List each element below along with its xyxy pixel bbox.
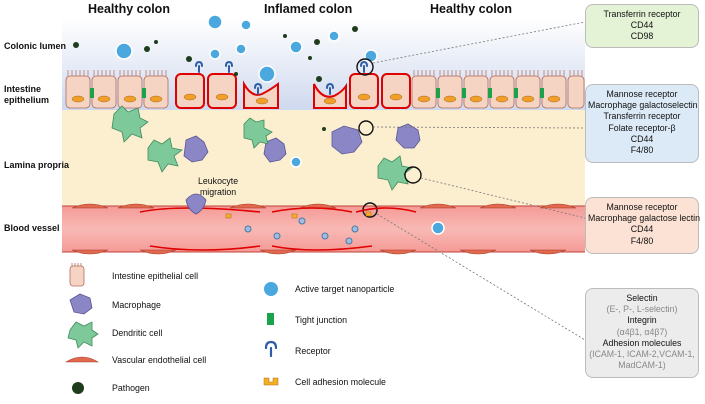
integrin-heading: Integrin [627,315,657,326]
legend-dendritic-label: Dendritic cell [112,328,163,338]
label-blood-vessel: Blood vessel [4,223,60,233]
legend-tight-junction-icon [267,313,274,325]
adhesion-heading: Adhesion molecules [602,337,682,348]
header-healthy-right: Healthy colon [430,2,512,16]
label-lamina-propria: Lamina propria [4,160,70,170]
lumen-receptor-2: CD44 [630,20,654,31]
epi-receptor-6: F4/80 [630,145,654,156]
microvilli [67,70,583,76]
epi-receptor-3: Transferrin receptor [603,111,681,122]
lumen-receptor-1: Transferrin receptor [603,9,681,19]
adhesion-molecule-box: Selectin (E-, P-, L-selectin) Integrin (… [585,288,699,378]
label-intestine-epithelium-2: epithelium [4,95,50,105]
vessel-receptor-4: F4/80 [630,235,654,246]
legend-macrophage-label: Macrophage [112,300,161,310]
legend-receptor-icon [264,340,278,358]
epi-receptor-4: Folate receptor-β [608,122,676,133]
macrophages [183,123,421,163]
leukocyte-migration-line1: Leukocyte [198,176,239,186]
lumen-receptor-box: Transferrin receptor CD44 CD98 [585,4,699,48]
legend-tight-junction-label: Tight junction [295,315,347,325]
epi-receptor-5: CD44 [630,133,654,144]
lumen-nanoparticles [115,14,445,235]
legend-receptor-label: Receptor [295,346,331,356]
legend-pathogen-icon [72,382,84,394]
label-intestine-epithelium-1: Intestine [4,84,42,94]
leader-lines [372,21,586,341]
migrating-leukocyte [185,193,207,215]
header-inflamed: Inflamed colon [264,2,353,16]
vessel-receptor-3: CD44 [630,224,654,235]
label-colonic-lumen: Colonic lumen [4,41,67,51]
selectin-types: (E-, P-, L-selectin) [606,304,678,315]
legend-nanoparticle-icon [262,280,280,298]
legend-endothelial-icon [64,356,100,363]
legend-macrophage-icon [69,293,93,315]
blood-vessel [62,205,585,253]
epithelium-receptor-box: Mannose receptor Macrophage galactoselec… [585,84,699,163]
tight-junctions [90,88,544,98]
dendritic-cells [111,105,413,191]
epithelium-inflamed [175,73,411,109]
epi-receptor-2: Macrophage galactoselectin [588,100,698,111]
legend-adhesion-icon [263,377,279,386]
legend-dendritic-icon [67,321,99,349]
integrin-types: (α4β1, α4β7) [616,326,668,337]
adhesion-types-1: (ICAM-1, ICAM-2,VCAM-1, [589,349,695,360]
legend-adhesion-label: Cell adhesion molecule [295,377,386,387]
vessel-receptor-box: Mannose receptor Macrophage galactose le… [585,197,700,254]
epi-receptor-1: Mannose receptor [606,89,678,99]
endothelial-cells [71,203,577,255]
highlight-circles [356,58,422,218]
lumen-receptor-3: CD98 [630,31,654,42]
header-healthy-left: Healthy colon [88,2,170,16]
legend-nanoparticle-label: Active target nanoparticle [295,284,395,294]
vessel-receptor-1: Mannose receptor [606,202,678,212]
legend-epithelial-label: Intestine epithelial cell [112,271,199,281]
surface-receptors [195,60,368,95]
vessel-nanoparticles [244,217,359,245]
adhesion-molecules [225,211,372,219]
legend-pathogen-label: Pathogen [112,383,150,393]
adhesion-types-2: MadCAM-1) [618,360,666,371]
legend-endothelial-label: Vascular endothelial cell [112,355,207,365]
selectin-heading: Selectin [626,293,658,303]
vessel-receptor-2: Macrophage galactose lectin [588,213,700,224]
epithelial-nuclei [71,93,561,105]
leukocyte-migration-label: Leukocyte migration [198,176,238,198]
legend-epithelial-icon [69,263,85,287]
leukocyte-migration-line2: migration [199,187,237,197]
